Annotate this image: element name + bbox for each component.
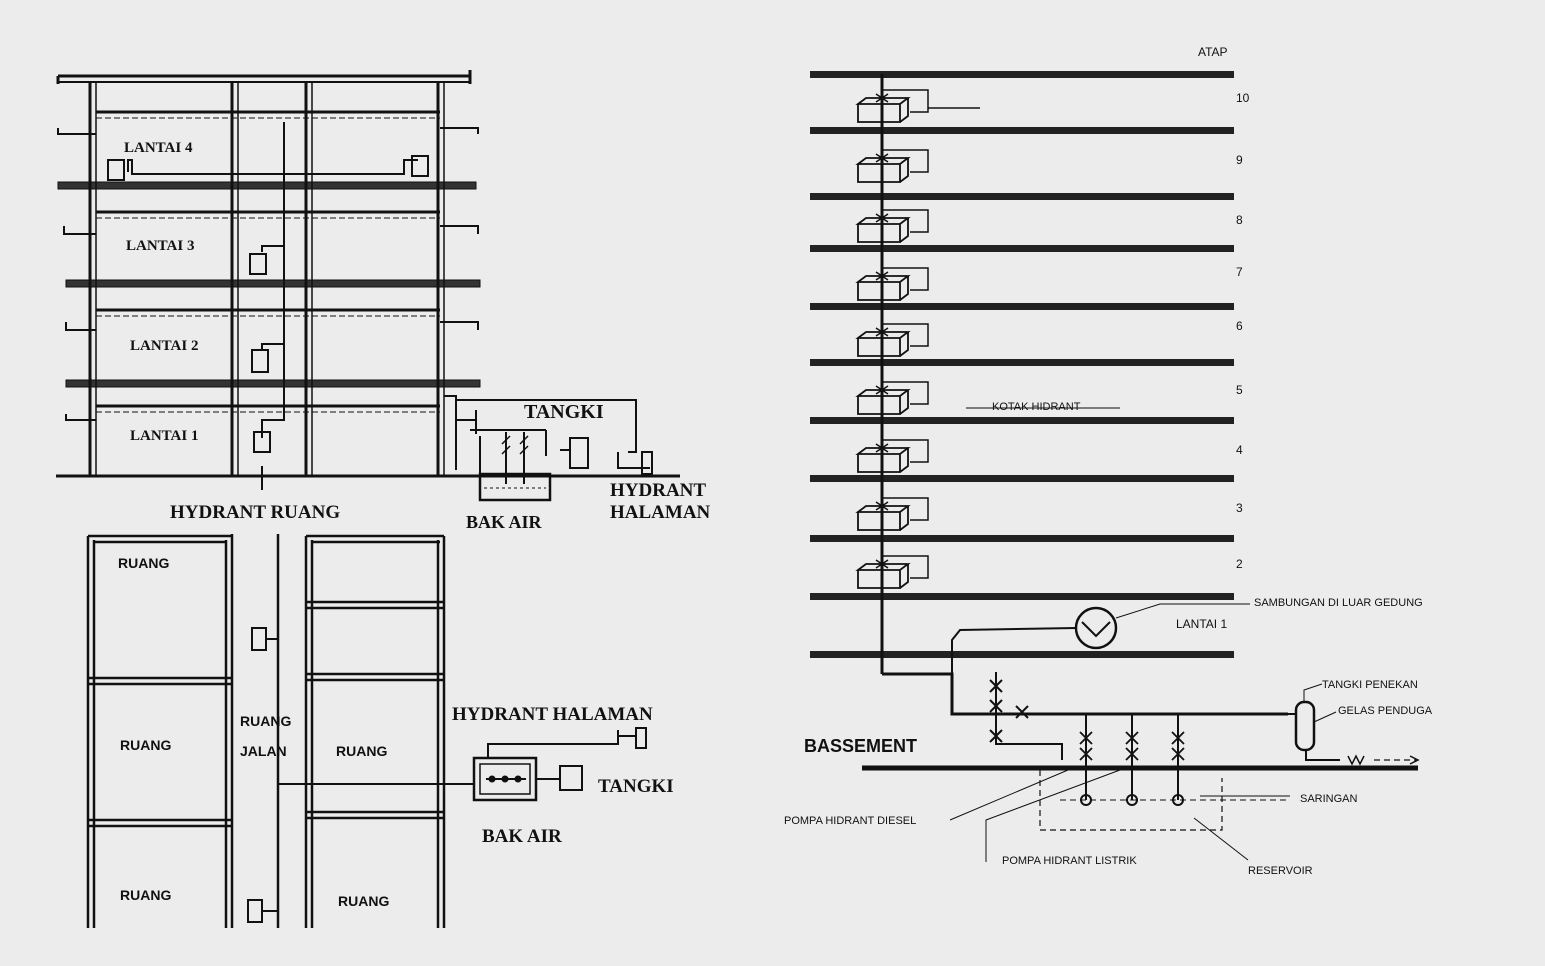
hydrant-box-icon	[855, 149, 929, 183]
floor-slab	[810, 593, 1234, 600]
yard-hydrant-label-line1: HYDRANT	[610, 480, 706, 501]
floor-number-label: 9	[1236, 153, 1243, 167]
siamese-connection-icon	[1074, 606, 1118, 650]
floor-number-label: 3	[1236, 501, 1243, 515]
diesel-pump-label: POMPA HIDRANT DIESEL	[784, 815, 916, 827]
yard-hydrant-label-line2: HALAMAN	[610, 502, 711, 523]
hydrant-box-icon	[855, 267, 929, 301]
reservoir-label: RESERVOIR	[1248, 865, 1313, 877]
floor-number-label: 7	[1236, 265, 1243, 279]
hydrant-cabinet-icon	[249, 253, 267, 275]
plan-yard-hydrant-label: HYDRANT HALAMAN	[452, 704, 653, 725]
room-hydrant-label: HYDRANT RUANG	[170, 502, 340, 523]
hydrant-cabinet-icon	[411, 155, 429, 177]
corridor-label-line1: RUANG	[240, 713, 291, 729]
tank-icon	[559, 765, 583, 791]
hydrant-cabinet-icon	[251, 349, 269, 373]
floor-label-lantai-4: LANTAI 4	[124, 140, 193, 156]
floor-slab	[65, 279, 481, 288]
floor-number-label: 5	[1236, 383, 1243, 397]
hydrant-cabinet-icon	[251, 627, 267, 651]
riser-pipework	[862, 74, 1420, 862]
floor-number-label: 8	[1236, 213, 1243, 227]
floor-number-label: 2	[1236, 557, 1243, 571]
floor-slab	[810, 359, 1234, 366]
roof-label: ATAP	[1198, 45, 1228, 59]
hydrant-box-icon	[855, 497, 929, 531]
floor-slab	[810, 417, 1234, 424]
hydrant-box-icon	[855, 323, 929, 357]
reservoir-label: BAK AIR	[466, 512, 543, 532]
room-label: RUANG	[336, 743, 387, 759]
plan-tank-label: TANGKI	[598, 776, 674, 797]
floor-slab	[810, 535, 1234, 542]
floor-slab	[810, 71, 1234, 78]
ground-floor-label: LANTAI 1	[1176, 617, 1227, 631]
floor-plan	[86, 534, 647, 928]
floor-number-label: 4	[1236, 443, 1243, 457]
building-elevation	[56, 70, 680, 502]
basement-label: BASSEMENT	[804, 736, 917, 756]
floor-slab	[810, 303, 1234, 310]
riser-floor-labels: 10 9 8 7 6 5 4 3 2	[1236, 91, 1250, 571]
floor-slab	[810, 651, 1234, 658]
floor-number-label: 10	[1236, 91, 1250, 105]
floor-slab	[810, 245, 1234, 252]
riser-floors	[810, 71, 1234, 658]
hydrant-box-icon	[855, 439, 929, 473]
floor-slab	[57, 181, 477, 190]
room-label: RUANG	[120, 737, 171, 753]
floor-slab	[65, 379, 481, 388]
hydrant-box-icon	[855, 555, 929, 589]
floor-number-label: 6	[1236, 319, 1243, 333]
floor-label-lantai-1: LANTAI 1	[130, 428, 198, 444]
hydrant-box-label: KOTAK HIDRANT	[992, 401, 1081, 413]
floor-slab	[810, 193, 1234, 200]
plan-reservoir-label: BAK AIR	[482, 826, 562, 847]
floor-slab	[810, 475, 1234, 482]
tank-label: TANGKI	[524, 401, 604, 423]
hydrant-box-icon	[855, 89, 929, 123]
reservoir-tank-icon	[478, 472, 552, 502]
room-label: RUANG	[118, 555, 169, 571]
hydrant-cabinet-icon	[253, 431, 271, 453]
electric-pump-label: POMPA HIDRANT LISTRIK	[1002, 855, 1137, 867]
siamese-connection-label: SAMBUNGAN DI LUAR GEDUNG	[1254, 597, 1423, 609]
room-label: RUANG	[338, 893, 389, 909]
pressure-tank-label: TANGKI PENEKAN	[1322, 679, 1418, 691]
pressure-tank-icon	[1294, 700, 1316, 752]
hydrant-cabinet-icon	[107, 159, 125, 181]
yard-hydrant-icon	[641, 451, 653, 475]
floor-label-lantai-3: LANTAI 3	[126, 238, 194, 254]
hydrant-box-icon	[855, 209, 929, 243]
room-label: RUANG	[120, 887, 171, 903]
corridor-label-line2: JALAN	[240, 743, 287, 759]
yard-hydrant-icon	[635, 727, 647, 749]
pressure-tank-icon	[569, 437, 589, 469]
strainer-label: SARINGAN	[1300, 793, 1358, 805]
hydrant-cabinet-icon	[247, 899, 263, 923]
floor-slab	[810, 127, 1234, 134]
sight-glass-label: GELAS PENDUGA	[1338, 705, 1433, 717]
floor-label-lantai-2: LANTAI 2	[130, 338, 198, 354]
hydrant-box-icon	[855, 381, 929, 415]
pump-icon	[1126, 794, 1138, 806]
